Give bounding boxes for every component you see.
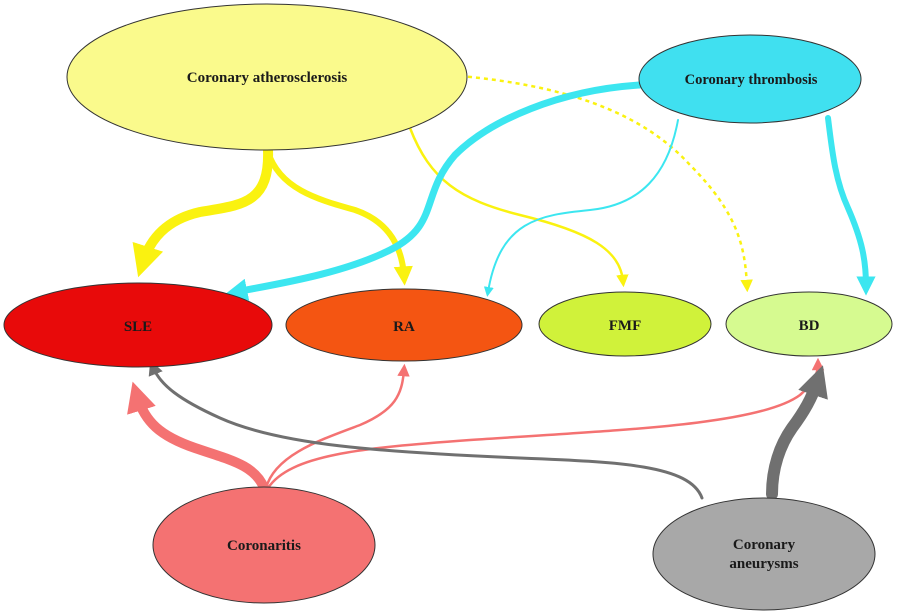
- edge-thrombosis-sle: [225, 81, 644, 301]
- edge-atherosclerosis-fmf: [408, 126, 629, 288]
- node-bd: BD: [725, 291, 893, 357]
- edge-coronaritis-bd: [266, 357, 825, 490]
- edge-coronaritis-sle: [127, 381, 269, 493]
- node-sle: SLE: [3, 282, 273, 368]
- node-label-coronary-aneurysms-line2: aneurysms: [729, 556, 798, 572]
- edge-atherosclerosis-sle: [132, 145, 274, 278]
- node-label-coronaritis: Coronaritis: [227, 538, 301, 554]
- node-label-coronary-atherosclerosis: Coronary atherosclerosis: [187, 70, 348, 86]
- node-ra: RA: [285, 288, 523, 362]
- edge-atherosclerosis-bd: [459, 74, 753, 293]
- node-label-bd: BD: [799, 318, 820, 334]
- node-label-coronary-thrombosis: Coronary thrombosis: [685, 72, 818, 88]
- edge-thrombosis-bd: [825, 115, 876, 296]
- node-label-sle: SLE: [124, 319, 152, 335]
- edge-atherosclerosis-ra: [265, 149, 413, 286]
- edge-aneurysms-bd: [766, 365, 828, 500]
- node-label-fmf: FMF: [609, 318, 641, 334]
- node-coronary-aneurysms: Coronary aneurysms: [652, 497, 876, 611]
- node-label-coronary-aneurysms-line1: Coronary: [733, 537, 796, 553]
- edge-thrombosis-ra: [483, 119, 679, 297]
- edge-coronaritis-ra: [264, 363, 410, 490]
- node-label-ra: RA: [393, 319, 415, 335]
- node-coronaritis: Coronaritis: [152, 486, 376, 604]
- node-coronary-thrombosis: Coronary thrombosis: [638, 34, 862, 124]
- edge-aneurysms-sle: [148, 360, 704, 500]
- node-fmf: FMF: [538, 291, 712, 357]
- node-coronary-atherosclerosis: Coronary atherosclerosis: [66, 3, 468, 151]
